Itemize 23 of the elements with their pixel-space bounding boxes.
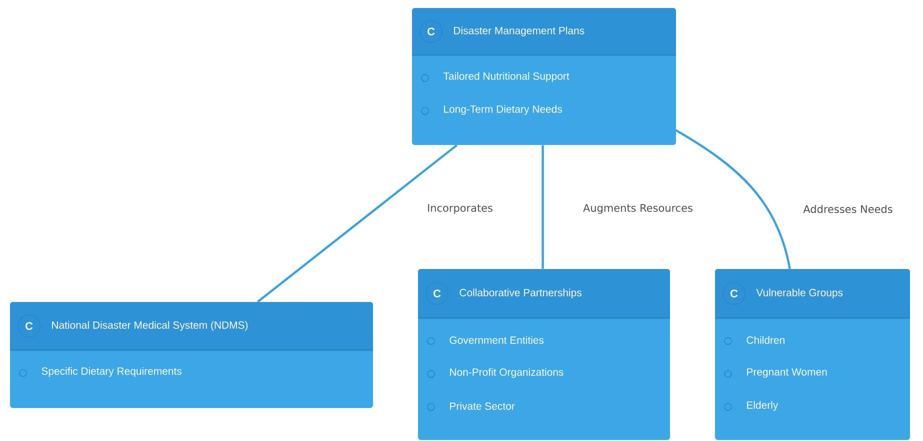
edge-label: Addresses Needs (802, 203, 894, 215)
class-box (10, 302, 373, 408)
connector-line (257, 144, 458, 303)
attribute-text: Specific Dietary Requirements (42, 367, 182, 377)
class-name: National Disaster Medical System (NDMS) (52, 321, 248, 331)
class-name: Vulnerable Groups (756, 288, 843, 298)
class-box (715, 269, 910, 440)
attribute-text: Tailored Nutritional Support (443, 72, 570, 82)
attribute-text: Government Entities (450, 336, 544, 344)
class-box (418, 269, 670, 440)
attribute-text: Non-Profit Organizations (450, 368, 564, 378)
class-box (412, 8, 676, 145)
edge-label: Incorporates (426, 202, 494, 216)
attribute-text: Children (746, 336, 784, 344)
connector-line (542, 145, 544, 269)
attribute-text: Private Sector (450, 402, 515, 410)
attribute-text: Long-Term Dietary Needs (444, 105, 562, 115)
class-name: Disaster Management Plans (454, 26, 584, 36)
edge-label: Augments Resources (582, 202, 694, 216)
attribute-text: Pregnant Women (747, 368, 827, 378)
class-name: Collaborative Partnerships (460, 288, 582, 298)
attribute-text: Elderly (747, 401, 778, 411)
connector-line (675, 129, 791, 270)
